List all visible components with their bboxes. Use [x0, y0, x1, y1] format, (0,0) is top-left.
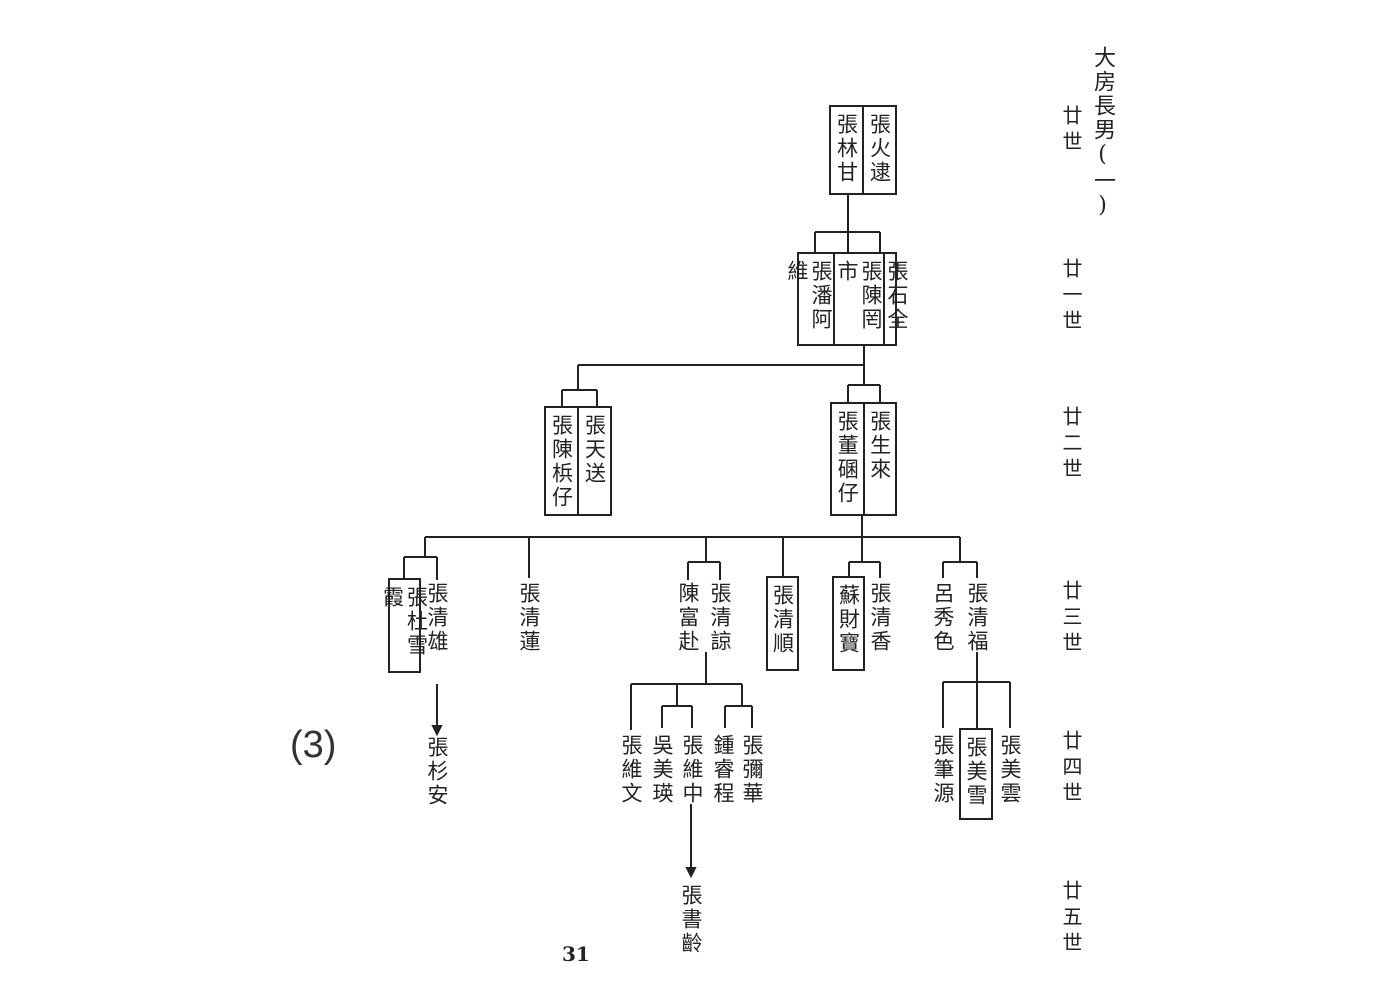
- person-name: 張火逮: [867, 113, 892, 185]
- person-name: 張維文: [619, 734, 643, 806]
- person-name: 張杉安: [425, 736, 449, 808]
- person-name: 張彌華: [740, 734, 764, 806]
- spouse-name: 張陳梹仔: [549, 414, 574, 510]
- person-name: 張書齡: [679, 884, 703, 956]
- person-name: 張美雲: [998, 734, 1022, 806]
- generation-24-label: 廿四世: [1059, 730, 1083, 808]
- person-name: 張筆源: [931, 734, 955, 806]
- page-title: 大房長男(一): [1090, 46, 1115, 220]
- spouse-name: 張潘阿維: [785, 260, 833, 332]
- spouse-name: 呂秀色: [931, 582, 955, 654]
- person-name: 張天送: [582, 414, 607, 486]
- person-name: 張生來: [867, 410, 892, 482]
- spouse-name: 張董碅仔: [835, 410, 860, 506]
- person-name: 張清諒: [708, 582, 732, 654]
- person-name: 張石全: [885, 260, 909, 332]
- gen23-spouse-box-du-xuexia: 張杜雪霞: [381, 578, 429, 673]
- generation-20-label: 廿世: [1059, 105, 1083, 157]
- spouse-name: 鍾睿程: [711, 734, 735, 806]
- gen22-couple-box-a: 張天送 張陳梹仔: [544, 406, 612, 516]
- generation-25-label: 廿五世: [1059, 880, 1083, 958]
- spouse-name: 張杜雪霞: [380, 586, 429, 658]
- figure-label: (3): [290, 724, 337, 766]
- person-name: 張清香: [868, 582, 892, 654]
- spouse-name: 陳富赴: [676, 582, 700, 654]
- person-name: 張維中: [680, 734, 704, 806]
- person-name: 張清順: [770, 584, 795, 656]
- person-name: 張清福: [965, 582, 989, 654]
- person-name: 張清蓮: [517, 582, 541, 654]
- gen22-couple-box-b: 張生來 張董碅仔: [830, 402, 897, 516]
- gen24-box-meixue: 張美雪: [959, 728, 993, 820]
- gen23-spouse-box-su-caibao: 蘇財寶: [832, 576, 865, 671]
- gen21-family-box: 張石全 張陳罔市 張潘阿維: [785, 252, 909, 346]
- page-number: 31: [562, 942, 590, 966]
- generation-22-label: 廿二世: [1059, 406, 1083, 484]
- spouse-name: 張陳罔市: [835, 260, 883, 332]
- generation-23-label: 廿三世: [1059, 580, 1083, 658]
- spouse-name: 張林甘: [834, 113, 859, 185]
- person-name: 張美雪: [964, 736, 988, 808]
- gen23-box-qingshun: 張清順: [766, 576, 799, 671]
- spouse-name: 蘇財寶: [836, 584, 861, 656]
- spouse-name: 吳美瑛: [650, 734, 674, 806]
- person-name: 張清雄: [425, 582, 449, 654]
- generation-21-label: 廿一世: [1059, 258, 1083, 336]
- gen20-couple-box: 張火逮 張林甘: [829, 105, 897, 195]
